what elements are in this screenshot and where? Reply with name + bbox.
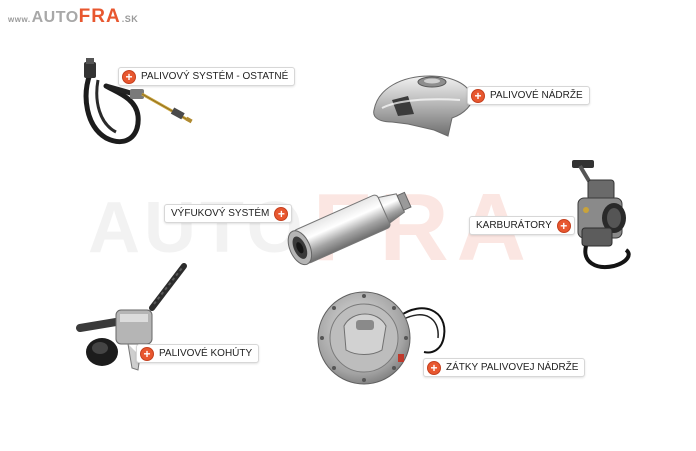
- fuel-cap-image[interactable]: [312, 290, 452, 386]
- fuel-system-other-image[interactable]: [76, 56, 202, 152]
- logo-sk: .SK: [121, 14, 139, 24]
- plus-icon: +: [556, 218, 571, 233]
- carburetor-image[interactable]: [566, 158, 638, 276]
- logo-auto: AUTO: [31, 9, 79, 26]
- plus-icon: +: [140, 346, 154, 361]
- category-label: ZÁTKY PALIVOVEJ NÁDRŽE: [446, 362, 579, 373]
- fuel-tap-image[interactable]: [76, 260, 188, 380]
- category-fuel-taps[interactable]: + PALIVOVÉ KOHÚTY: [136, 344, 260, 363]
- plus-icon: +: [274, 206, 289, 221]
- category-exhaust-system[interactable]: VÝFUKOVÝ SYSTÉM +: [164, 204, 293, 223]
- category-label: VÝFUKOVÝ SYSTÉM: [171, 208, 270, 219]
- category-label: PALIVOVÉ NÁDRŽE: [490, 90, 583, 101]
- plus-icon: +: [122, 69, 136, 84]
- category-fuel-tank-caps[interactable]: + ZÁTKY PALIVOVEJ NÁDRŽE: [423, 358, 586, 377]
- fuel-tank-image[interactable]: [368, 70, 476, 142]
- plus-icon: +: [427, 360, 441, 375]
- category-label: KARBURÁTORY: [476, 220, 552, 231]
- category-carburetors[interactable]: KARBURÁTORY +: [469, 216, 575, 235]
- exhaust-system-image[interactable]: [278, 180, 418, 266]
- category-fuel-system-other[interactable]: + PALIVOVÝ SYSTÉM - OSTATNÉ: [118, 67, 296, 86]
- logo-www: www.: [8, 15, 31, 24]
- logo-fra: FRA: [78, 6, 121, 27]
- category-label: PALIVOVÝ SYSTÉM - OSTATNÉ: [141, 71, 289, 82]
- watermark-auto: AUTO: [88, 188, 307, 268]
- plus-icon: +: [471, 88, 485, 103]
- category-fuel-tanks[interactable]: + PALIVOVÉ NÁDRŽE: [467, 86, 590, 105]
- category-label: PALIVOVÉ KOHÚTY: [159, 348, 253, 359]
- site-logo[interactable]: www. AUTO FRA .SK: [8, 6, 139, 27]
